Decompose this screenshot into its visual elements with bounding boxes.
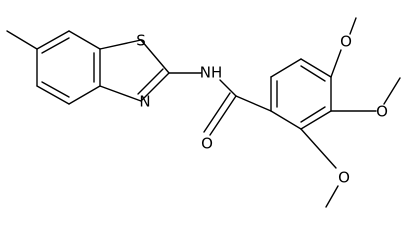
bond-c2-n3-double	[137, 68, 164, 95]
bond-co-oxygen-double	[203, 92, 231, 133]
sulfur-label: S	[136, 32, 146, 50]
carbonyl-oxygen-label: O	[201, 135, 213, 153]
bond-top-o-me	[349, 17, 357, 35]
bond-nh-co	[219, 79, 237, 97]
methoxy-oxygen-top-label: O	[340, 33, 352, 51]
methoxy-oxygen-middle-label: O	[376, 103, 388, 121]
molecule-structure: S N NH O O O O	[6, 17, 401, 208]
bond-top-ring-o	[330, 49, 342, 78]
bond-benz-5-inner	[41, 81, 70, 98]
thiazole-nitrogen-label: N	[139, 93, 150, 111]
methoxy-oxygen-bottom-label: O	[338, 169, 350, 187]
bond-ring-5	[300, 110, 332, 130]
bond-co-oxygen	[209, 95, 237, 136]
bond-benz-5	[36, 85, 70, 105]
bond-ring-2	[270, 58, 302, 78]
bond-ring-5-inner	[300, 106, 326, 123]
bond-benz-4	[68, 85, 101, 105]
bond-ring-3-inner	[300, 65, 326, 82]
bond-mid-o-me	[383, 77, 401, 105]
bond-n3-c3a	[99, 85, 142, 102]
bond-benz-1-inner	[41, 37, 70, 54]
bond-ring-3	[300, 58, 332, 78]
bond-bot-ring-o	[300, 128, 337, 169]
atom-labels: S N NH O O O O	[136, 32, 388, 187]
bond-bot-o-me	[325, 185, 339, 208]
bonds	[6, 17, 401, 208]
bond-s-c2	[140, 39, 170, 74]
amide-nh-label: NH	[200, 64, 223, 82]
bond-c7a-s	[99, 39, 142, 50]
bond-co-ring	[235, 95, 272, 112]
bond-benz-1	[36, 30, 70, 50]
bond-c2-n3	[140, 72, 170, 102]
bond-benz-2	[68, 30, 101, 50]
bond-ring-6	[270, 110, 302, 130]
bond-methyl	[6, 30, 38, 50]
